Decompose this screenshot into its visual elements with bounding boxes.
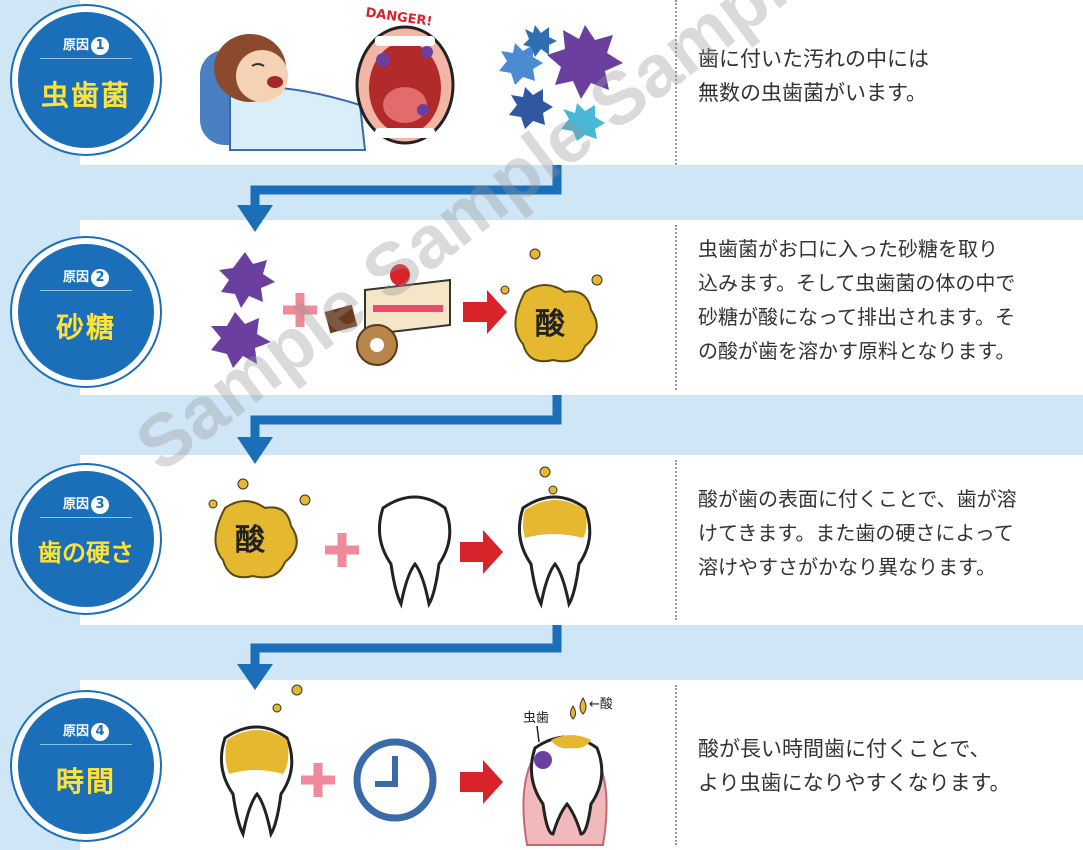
divider xyxy=(675,225,677,390)
acid-label: 酸 xyxy=(535,307,566,342)
open-mouth-illustration: DANGER! xyxy=(355,6,455,145)
badge-title: 歯の硬さ xyxy=(38,539,134,567)
time-illustration: 虫歯 ←酸 xyxy=(219,684,613,846)
badge-title: 虫歯菌 xyxy=(40,79,131,112)
acid-tooth-illustration: 酸 xyxy=(208,466,592,609)
acid-blob-icon: 酸 xyxy=(500,248,603,363)
step-text-4: 酸が長い時間歯に付くことで、 より虫歯になりやすくなります。 xyxy=(698,732,1010,800)
badge-number: 1 xyxy=(91,37,109,55)
decay-label: 虫歯 xyxy=(523,711,549,726)
step-text-3: 酸が歯の表面に付くことで、歯が溶 けてきます。また歯の硬さによって 溶けやすさが… xyxy=(698,482,1017,584)
badge-number: 4 xyxy=(91,723,109,741)
step-text-2: 虫歯菌がお口に入った砂糖を取り 込みます。そして虫歯菌の体の中で 砂糖が酸になっ… xyxy=(698,232,1015,368)
cake-icon xyxy=(364,264,451,337)
text-line: 酸が歯の表面に付くことで、歯が溶 xyxy=(698,487,1017,511)
badge-tag: 原因 xyxy=(62,270,89,285)
text-line: 歯に付いた汚れの中には xyxy=(698,47,929,71)
decayed-tooth-icon: 虫歯 ←酸 xyxy=(522,697,613,846)
text-line: より虫歯になりやすくなります。 xyxy=(698,771,1011,795)
cookie-icon xyxy=(324,304,398,366)
germ-icon xyxy=(509,87,553,129)
patient-illustration xyxy=(200,34,367,151)
acid-label: 酸 xyxy=(235,523,266,558)
germ-icon xyxy=(547,25,623,99)
germ-icon xyxy=(499,43,543,85)
text-line: 込みます。そして虫歯菌の体の中で xyxy=(698,271,1016,295)
germ-icon xyxy=(211,312,271,368)
acid-blob-icon: 酸 xyxy=(208,478,311,579)
text-line: 砂糖が酸になって排出されます。そ xyxy=(698,305,1015,329)
divider xyxy=(675,685,677,845)
text-line: 虫歯菌がお口に入った砂糖を取り xyxy=(698,237,998,261)
red-arrow-icon xyxy=(460,530,503,574)
text-line: の酸が歯を溶かす原料となります。 xyxy=(698,339,1016,363)
step-text-1: 歯に付いた汚れの中には 無数の虫歯菌がいます。 xyxy=(698,42,929,110)
plus-icon xyxy=(301,763,335,797)
badge-number: 2 xyxy=(91,269,109,287)
germs-illustration xyxy=(499,25,623,141)
text-line: 無数の虫歯菌がいます。 xyxy=(698,81,927,105)
badge-tag: 原因 xyxy=(62,497,89,512)
tooth-icon xyxy=(377,495,452,609)
badge-tag: 原因 xyxy=(62,724,89,739)
divider xyxy=(675,0,677,165)
badge-tag: 原因 xyxy=(62,38,89,53)
badge-title: 時間 xyxy=(55,765,116,798)
germ-icon xyxy=(561,103,605,141)
text-line: けてきます。また歯の硬さによって xyxy=(698,521,1014,545)
text-line: 溶けやすさがかなり異なります。 xyxy=(698,555,996,579)
plus-icon xyxy=(325,533,359,567)
divider xyxy=(675,460,677,620)
germ-icon xyxy=(534,751,552,769)
badge-number: 3 xyxy=(91,496,109,514)
red-arrow-icon xyxy=(463,290,507,334)
acid-arrow-label: ←酸 xyxy=(589,697,613,712)
plus-icon xyxy=(283,293,317,327)
sugar-to-acid-illustration: 酸 xyxy=(211,248,603,368)
red-arrow-icon xyxy=(460,760,503,804)
germ-icon xyxy=(219,252,275,308)
clock-icon xyxy=(353,738,437,822)
badge-title: 砂糖 xyxy=(55,311,116,344)
germ-icon xyxy=(523,25,557,57)
text-line: 酸が長い時間歯に付くことで、 xyxy=(698,737,991,761)
